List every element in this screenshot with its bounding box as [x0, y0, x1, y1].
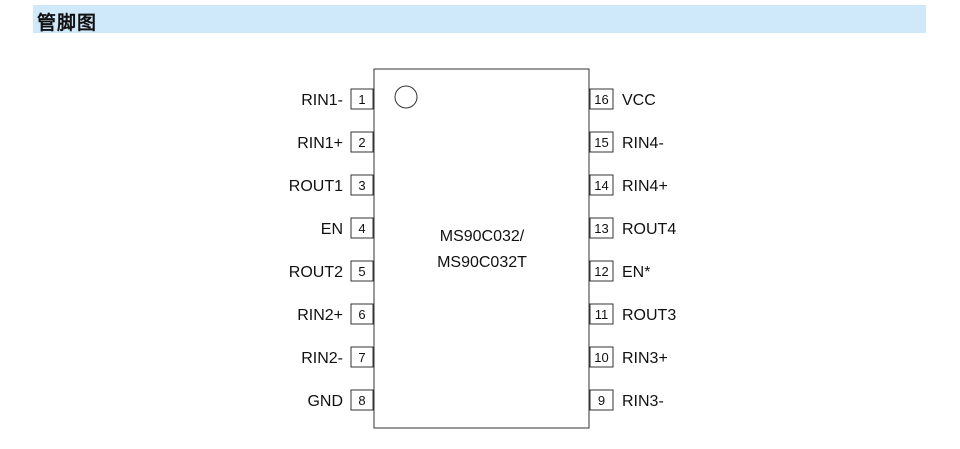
pin-box [589, 346, 614, 368]
pin-number: 6 [358, 307, 365, 322]
pin-name: ROUT4 [622, 221, 676, 238]
pin-box [589, 303, 614, 325]
pin-name: ROUT2 [289, 264, 343, 281]
pin-11: 11 ROUT3 [589, 303, 676, 325]
pin-box [350, 346, 374, 368]
pin-number: 13 [594, 221, 608, 236]
pin-3: 3 ROUT1 [289, 174, 374, 196]
pin-box [350, 131, 374, 153]
pin-number: 14 [594, 178, 608, 193]
pin-number: 1 [358, 92, 365, 107]
pin-name: RIN4+ [622, 178, 668, 195]
pin-name: EN* [622, 264, 650, 281]
pin-box [350, 88, 374, 110]
pin-number: 16 [594, 92, 608, 107]
pin-box [589, 217, 614, 239]
pin-name: VCC [622, 92, 656, 109]
pin-name: RIN4- [622, 135, 664, 152]
pin-number: 9 [598, 393, 605, 408]
pin-number: 12 [594, 264, 608, 279]
pin-name: RIN1- [301, 92, 343, 109]
pin-box [350, 174, 374, 196]
pin-name: RIN3+ [622, 350, 668, 367]
pin-number: 3 [358, 178, 365, 193]
pin-box [350, 260, 374, 282]
pin-6: 6 RIN2+ [297, 303, 374, 325]
pin-1: 1 RIN1- [301, 88, 374, 110]
section-header: 管脚图 [33, 5, 926, 34]
pin-14: 14 RIN4+ [589, 174, 668, 196]
pin-name: RIN1+ [297, 135, 343, 152]
pin-name: ROUT1 [289, 178, 343, 195]
pin-box [350, 217, 374, 239]
pin-number: 7 [358, 350, 365, 365]
pin-8: 8 GND [307, 389, 374, 411]
pin-name: RIN2- [301, 350, 343, 367]
pin-2: 2 RIN1+ [297, 131, 374, 153]
part-number-line2: MS90C032T [437, 254, 527, 271]
pin-number: 10 [594, 350, 608, 365]
chip-body [373, 68, 590, 429]
pin-7: 7 RIN2- [301, 346, 374, 368]
pin-number: 8 [358, 393, 365, 408]
pin-name: EN [321, 221, 343, 238]
pin-box [589, 174, 614, 196]
pin-name: GND [307, 393, 343, 410]
part-number-line1: MS90C032/ [440, 228, 525, 245]
pin-15: 15 RIN4- [589, 131, 664, 153]
pin-box [350, 303, 374, 325]
pin-number: 11 [595, 307, 609, 322]
pin-box [589, 260, 614, 282]
pin-number: 4 [358, 221, 365, 236]
pin-box [589, 131, 614, 153]
pin-name: RIN2+ [297, 307, 343, 324]
pin-box [589, 88, 614, 110]
pin-4: 4 EN [321, 217, 374, 239]
pin-number: 15 [594, 135, 608, 150]
right-pins: 16 VCC 15 RIN4- 14 RIN4+ 13 ROUT4 12 EN* 11 ROUT3 10… [589, 88, 676, 411]
pin-16: 16 VCC [589, 88, 656, 110]
pin-name: ROUT3 [622, 307, 676, 324]
section-title: 管脚图 [37, 12, 98, 34]
pin-10: 10 RIN3+ [589, 346, 668, 368]
pin-box [589, 389, 614, 411]
pin-13: 13 ROUT4 [589, 217, 676, 239]
pin-number: 2 [358, 135, 365, 150]
pin-number: 5 [358, 264, 365, 279]
pin-12: 12 EN* [589, 260, 650, 282]
pin-9: 9 RIN3- [589, 389, 664, 411]
pin-name: RIN3- [622, 393, 664, 410]
pin-5: 5 ROUT2 [289, 260, 374, 282]
pin-box [350, 389, 374, 411]
left-pins: 1 RIN1- 2 RIN1+ 3 ROUT1 4 EN 5 ROUT2 6 RIN2+ 7 RIN2- 8… [289, 88, 374, 411]
pin1-marker [394, 85, 418, 109]
